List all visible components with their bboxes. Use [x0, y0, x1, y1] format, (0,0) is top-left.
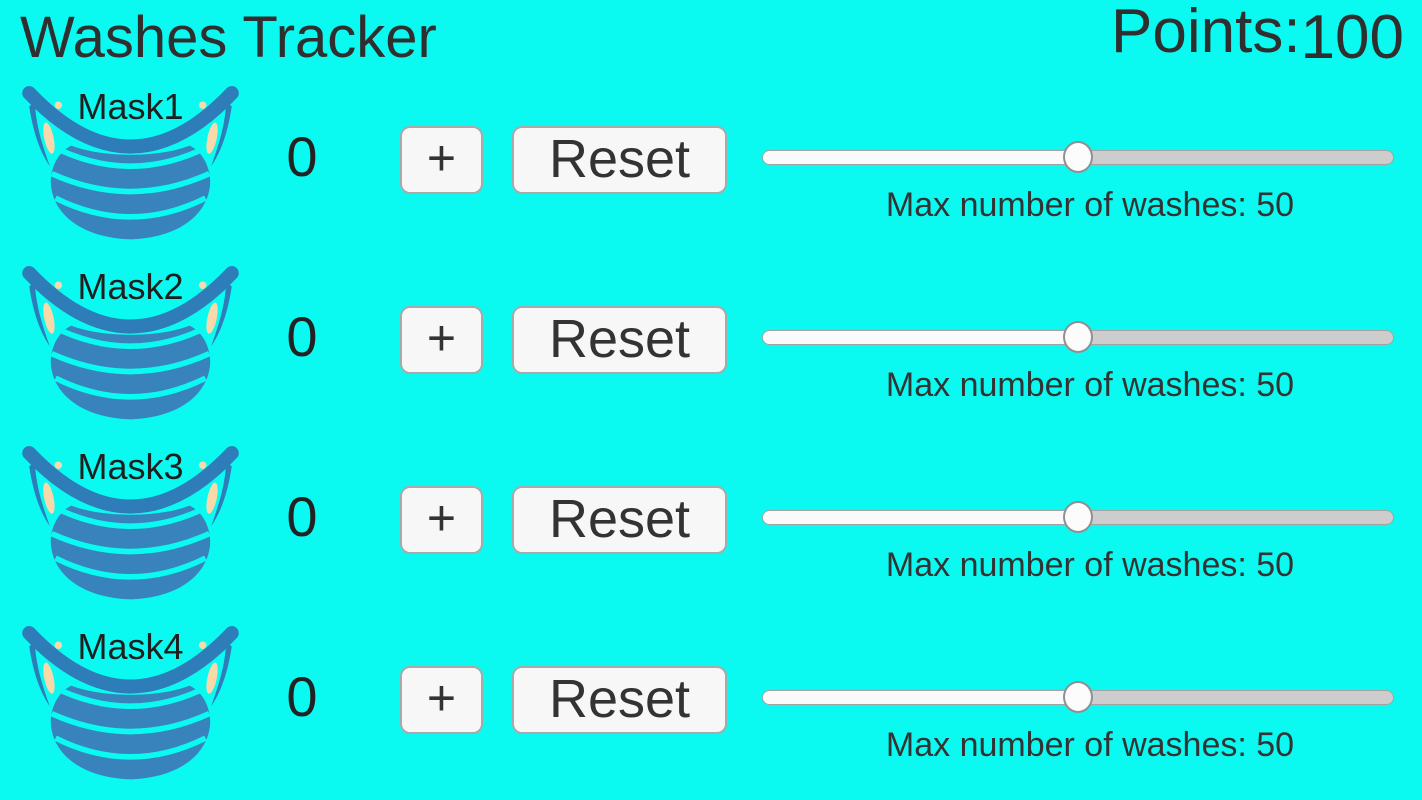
max-washes-slider-area: Max number of washes: 50 — [762, 78, 1394, 248]
mask-label: Mask4 — [77, 626, 184, 667]
max-washes-slider-area: Max number of washes: 50 — [762, 258, 1394, 428]
reset-button[interactable]: Reset — [512, 126, 727, 194]
wash-count: 0 — [286, 485, 318, 548]
points-label: Points: — [1111, 0, 1301, 66]
mask-row: Mask4 0 + Reset Max number of washes: 50 — [0, 618, 1422, 798]
mask-label: Mask1 — [77, 86, 184, 127]
mask-row: Mask3 0 + Reset Max number of washes: 50 — [0, 438, 1422, 618]
mask-row: Mask2 0 + Reset Max number of washes: 50 — [0, 258, 1422, 438]
max-washes-label: Max number of washes: 50 — [885, 546, 1295, 584]
mask-label: Mask3 — [77, 446, 184, 487]
mask-label: Mask2 — [77, 266, 184, 307]
max-washes-label: Max number of washes: 50 — [885, 366, 1295, 404]
mask-image-3: Mask3 — [18, 438, 243, 606]
slider-fill — [763, 151, 1079, 164]
max-washes-slider-area: Max number of washes: 50 — [762, 438, 1394, 608]
page-title: Washes Tracker — [20, 5, 437, 70]
wash-count: 0 — [286, 305, 318, 368]
max-washes-label: Max number of washes: 50 — [885, 726, 1295, 764]
points-display: Points:100 — [1111, 0, 1404, 72]
wash-count: 0 — [286, 125, 318, 188]
reset-button[interactable]: Reset — [512, 486, 727, 554]
increment-button[interactable]: + — [400, 666, 483, 734]
reset-button[interactable]: Reset — [512, 306, 727, 374]
mask-image-2: Mask2 — [18, 258, 243, 426]
points-value: 100 — [1300, 3, 1404, 72]
slider-fill — [763, 331, 1079, 344]
mask-image-1: Mask1 — [18, 78, 243, 246]
slider-thumb[interactable] — [1063, 321, 1093, 353]
increment-button[interactable]: + — [400, 306, 483, 374]
increment-button[interactable]: + — [400, 126, 483, 194]
mask-row: Mask1 0 + Reset Max number of washes: 50 — [0, 78, 1422, 258]
increment-button[interactable]: + — [400, 486, 483, 554]
max-washes-label: Max number of washes: 50 — [885, 186, 1295, 224]
mask-image-4: Mask4 — [18, 618, 243, 786]
slider-thumb[interactable] — [1063, 501, 1093, 533]
slider-thumb[interactable] — [1063, 681, 1093, 713]
reset-button[interactable]: Reset — [512, 666, 727, 734]
slider-fill — [763, 691, 1079, 704]
max-washes-slider-area: Max number of washes: 50 — [762, 618, 1394, 788]
wash-count: 0 — [286, 665, 318, 728]
slider-fill — [763, 511, 1079, 524]
slider-thumb[interactable] — [1063, 141, 1093, 173]
